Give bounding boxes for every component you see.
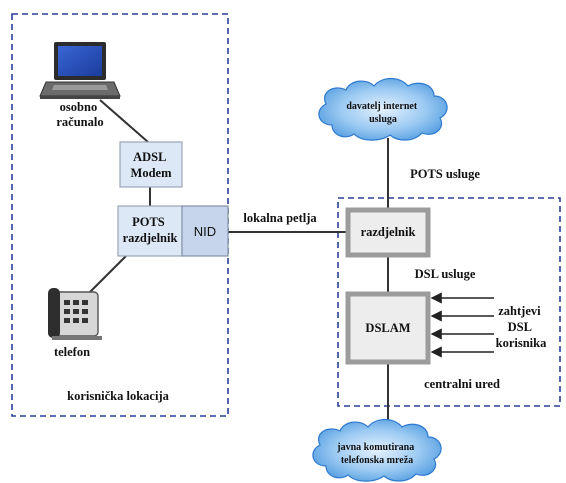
isp-cloud xyxy=(318,77,448,141)
nid-label: NID xyxy=(194,224,216,239)
customer-premises-region xyxy=(11,13,229,417)
telephone-icon xyxy=(48,288,102,340)
central-office-region xyxy=(337,197,561,407)
pots-services-label: POTS usluge xyxy=(410,167,480,181)
co-splitter-label: razdjelnik xyxy=(361,225,416,239)
local-loop-label: lokalna petlja xyxy=(243,211,317,225)
pc-label: osobno računalo xyxy=(56,100,103,129)
request-arrows xyxy=(430,292,494,358)
nid-box xyxy=(181,205,229,257)
phone-label: telefon xyxy=(54,345,90,359)
dsl-services-label: DSL usluge xyxy=(415,267,476,281)
co-splitter-box xyxy=(345,207,431,258)
dslam-label: DSLAM xyxy=(365,321,410,335)
laptop-icon xyxy=(39,42,121,99)
dsl-requests-label: zahtjevi DSL korisnika xyxy=(496,304,547,350)
adsl-modem-label: ADSL Modem xyxy=(131,150,173,180)
adsl-modem-box xyxy=(119,141,183,188)
pots-splitter-label: POTS razdjelnik xyxy=(123,215,178,245)
dslam-box xyxy=(345,291,431,365)
pstn-cloud-label: javna komutirana telefonska mreža xyxy=(336,442,416,466)
isp-cloud-label: davatelj internet usluga xyxy=(346,101,419,125)
customer-area-label: korisnička lokacija xyxy=(67,389,169,403)
pstn-cloud xyxy=(312,418,442,482)
central-office-label: centralni ured xyxy=(424,377,500,391)
pots-splitter-box xyxy=(117,205,183,257)
